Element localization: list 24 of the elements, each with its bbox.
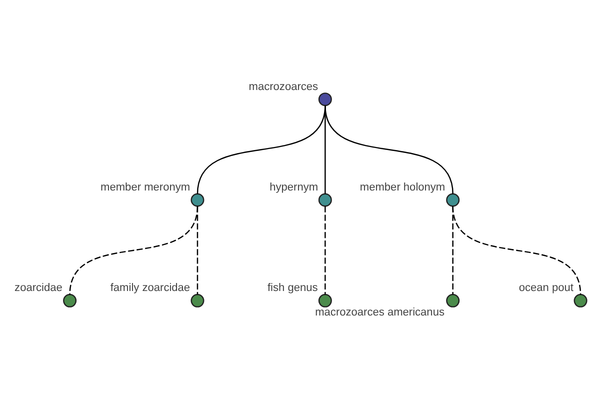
node-circle xyxy=(190,294,204,308)
connector xyxy=(324,105,454,194)
node-label: fish genus xyxy=(267,282,318,294)
node-label: macrozoarces americanus xyxy=(315,306,444,319)
node-circle xyxy=(190,193,204,207)
node-label: zoarcidae xyxy=(14,282,62,294)
node-circle xyxy=(63,294,77,308)
connector xyxy=(69,206,198,295)
node-label: member meronym xyxy=(100,181,190,194)
node-label: family zoarcidae xyxy=(110,282,190,294)
connector xyxy=(196,206,198,295)
node-label: macrozoarces xyxy=(248,80,318,93)
node-circle xyxy=(446,294,460,308)
node-circle xyxy=(574,294,588,308)
connector xyxy=(452,206,454,295)
node-circle xyxy=(318,92,332,106)
connector xyxy=(452,206,582,295)
node-label: ocean pout xyxy=(518,282,574,294)
node-circle xyxy=(446,193,460,207)
node-label: member holonym xyxy=(360,181,446,194)
connector xyxy=(324,206,326,295)
node-label: hypernym xyxy=(270,181,318,194)
node-circle xyxy=(318,294,332,308)
node-circle xyxy=(318,193,332,207)
